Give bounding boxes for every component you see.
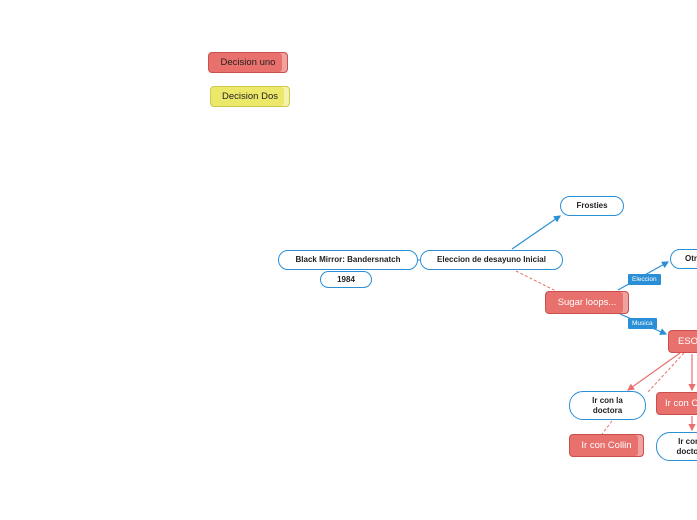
node-year[interactable]: 1984 [320,271,372,288]
node-sugar-loops[interactable]: Sugar loops... [545,291,629,314]
connector-eso-dashed [647,352,685,393]
connector-breakfast-frosties [511,215,561,250]
tag-musica-label: Musica [632,320,653,327]
node-go-doctor-label: Ir con la doctora [592,395,623,415]
node-eso[interactable]: ESO [668,330,697,353]
tag-eleccion-label: Eleccion [632,276,657,283]
node-eso-label: ESO [678,335,697,347]
node-year-label: 1984 [337,274,355,284]
node-go-colin-right[interactable]: Ir con C [656,392,697,415]
legend-decision-two[interactable]: Decision Dos [210,86,290,107]
node-go-colin-bottom[interactable]: Ir con Collin [569,434,644,457]
node-go-colin-bottom-label: Ir con Collin [581,439,632,451]
node-other-label: Otr [685,254,697,264]
node-breakfast[interactable]: Eleccion de desayuno Inicial [420,250,563,270]
node-root-label: Black Mirror: Bandersnatch [295,255,401,265]
node-frosties-label: Frosties [576,201,608,211]
connector-breakfast-sugar [515,270,557,292]
tag-musica: Musica [628,318,657,329]
connector-eso-doctor [627,352,681,391]
tag-eleccion: Eleccion [628,274,661,285]
legend-decision-one[interactable]: Decision uno [208,52,288,73]
legend-decision-one-label: Decision uno [220,56,276,68]
legend-decision-two-label: Decision Dos [222,90,278,102]
node-frosties[interactable]: Frosties [560,196,624,216]
connector-doctor-colin [601,420,613,435]
node-go-doctor-right-label: Ir con doctor [676,436,697,456]
node-other[interactable]: Otr [670,249,697,269]
node-go-doctor[interactable]: Ir con la doctora [569,391,646,420]
node-go-doctor-right[interactable]: Ir con doctor [656,432,697,461]
node-root[interactable]: Black Mirror: Bandersnatch [278,250,418,270]
node-breakfast-label: Eleccion de desayuno Inicial [437,255,546,265]
node-sugar-loops-label: Sugar loops... [557,296,617,308]
node-go-colin-right-label: Ir con C [665,397,697,409]
